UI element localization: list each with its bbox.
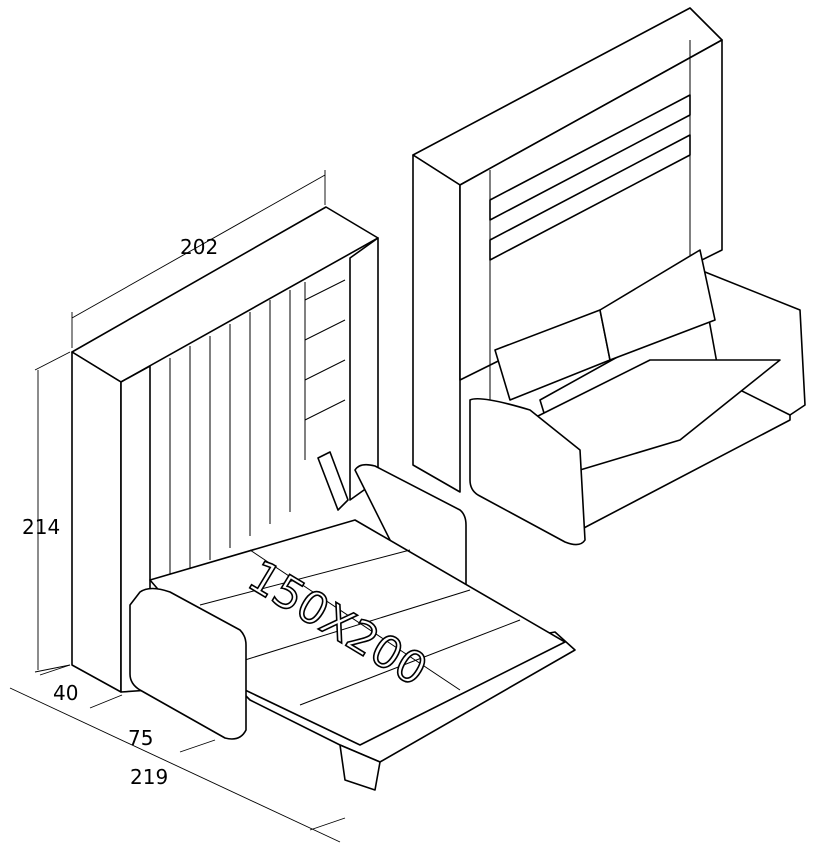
closed-unit-rail-1 xyxy=(489,94,691,221)
sofa-left-right-arm xyxy=(354,463,467,601)
sofa-left-left-arm xyxy=(129,587,247,740)
bed-leg xyxy=(339,744,381,791)
open-bed: 150X200 xyxy=(149,519,576,791)
cushion-2 xyxy=(599,249,716,361)
closed-unit xyxy=(412,7,723,493)
sofa-right xyxy=(469,249,806,546)
closed-unit-rail-2 xyxy=(489,134,691,261)
sofa-right-left-arm xyxy=(469,397,586,546)
open-depth-dimension: 219 xyxy=(130,765,168,789)
dimension-lines xyxy=(9,170,346,843)
width-dimension: 202 xyxy=(180,235,218,259)
open-unit xyxy=(71,206,379,693)
open-unit-left-panel xyxy=(71,351,122,693)
lift-mechanism xyxy=(317,451,349,511)
open-unit-right-panel xyxy=(349,237,379,501)
sofa-depth-dimension: 75 xyxy=(128,726,153,750)
open-unit-top xyxy=(71,206,379,383)
height-dimension: 214 xyxy=(22,515,60,539)
closed-unit-left-panel xyxy=(412,154,461,493)
cabinet-depth-dimension: 40 xyxy=(53,681,78,705)
